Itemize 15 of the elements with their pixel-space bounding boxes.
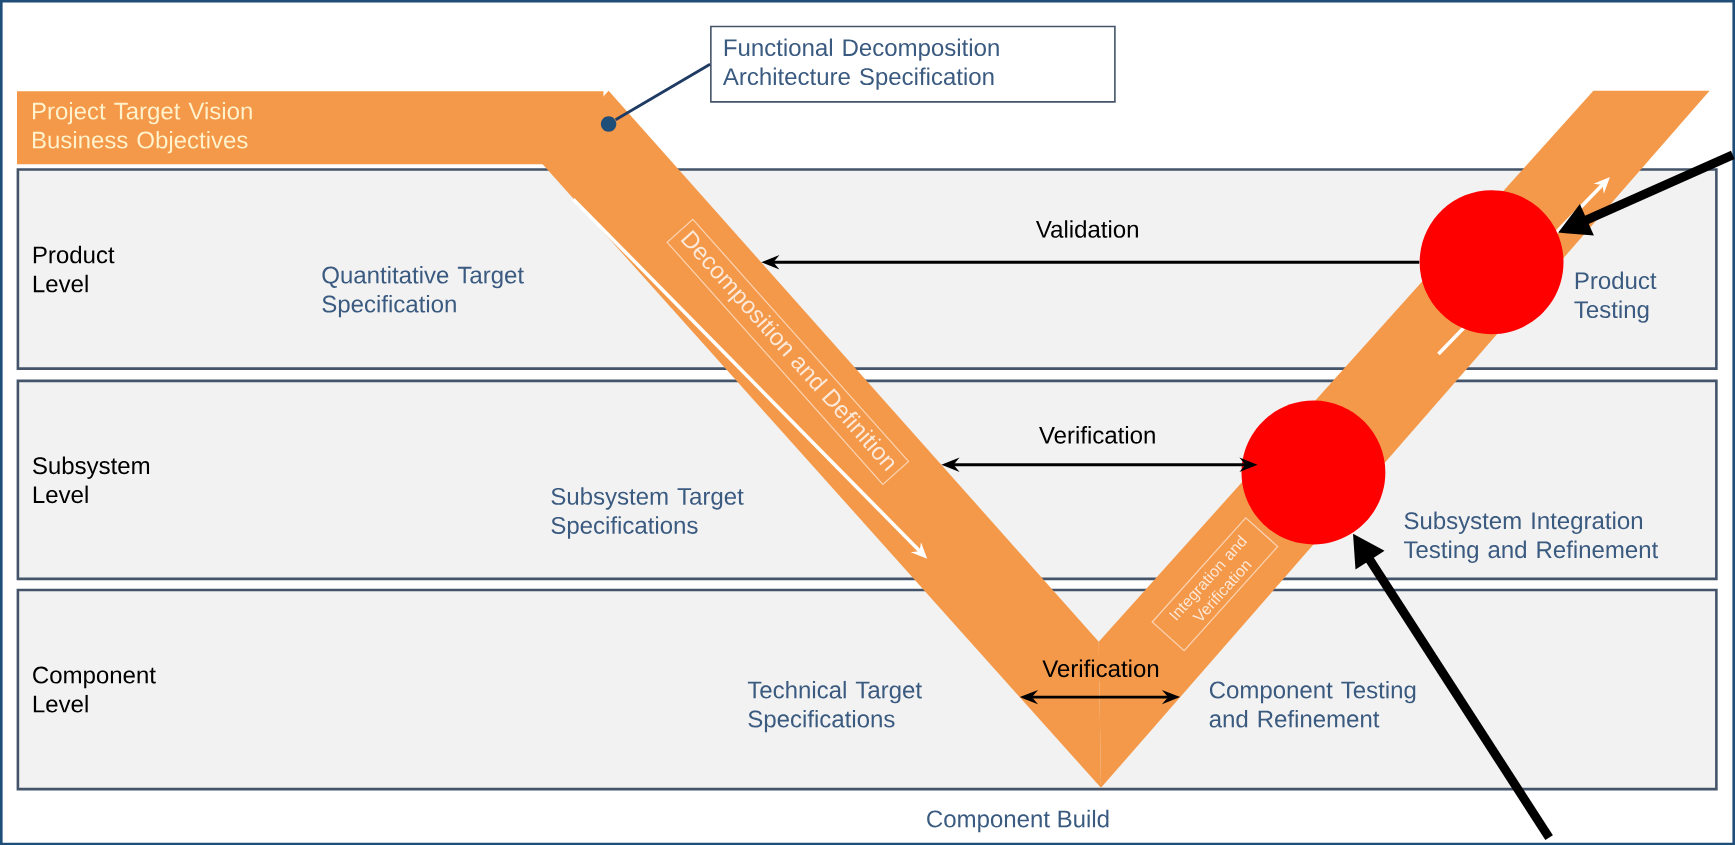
- edge-label: Validation: [1031, 216, 1144, 242]
- spec-text: Technical Target Specifications: [747, 680, 922, 733]
- edge-label: Verification: [1038, 655, 1164, 681]
- spec-text: Component Testing and Refinement: [1209, 680, 1416, 728]
- callout-box: Functional Decomposition Architecture Specification: [710, 25, 1116, 103]
- banner: Project Target Vision Business Objectives: [17, 90, 604, 164]
- marker-circle: [1419, 190, 1564, 334]
- spec-text: Subsystem Integration Testing and Refinement: [1404, 511, 1659, 563]
- edge-label: Verification: [1034, 421, 1161, 448]
- spec-text: Product Testing: [1574, 271, 1657, 323]
- spec-text: Subsystem Target Specifications: [551, 487, 744, 539]
- bottom-label: Component Build: [927, 809, 1109, 833]
- spec-text: Quantitative Target Specification: [322, 265, 524, 318]
- leader-dot: [600, 116, 617, 132]
- node-label: Project Target Vision Business Objectives: [32, 101, 252, 154]
